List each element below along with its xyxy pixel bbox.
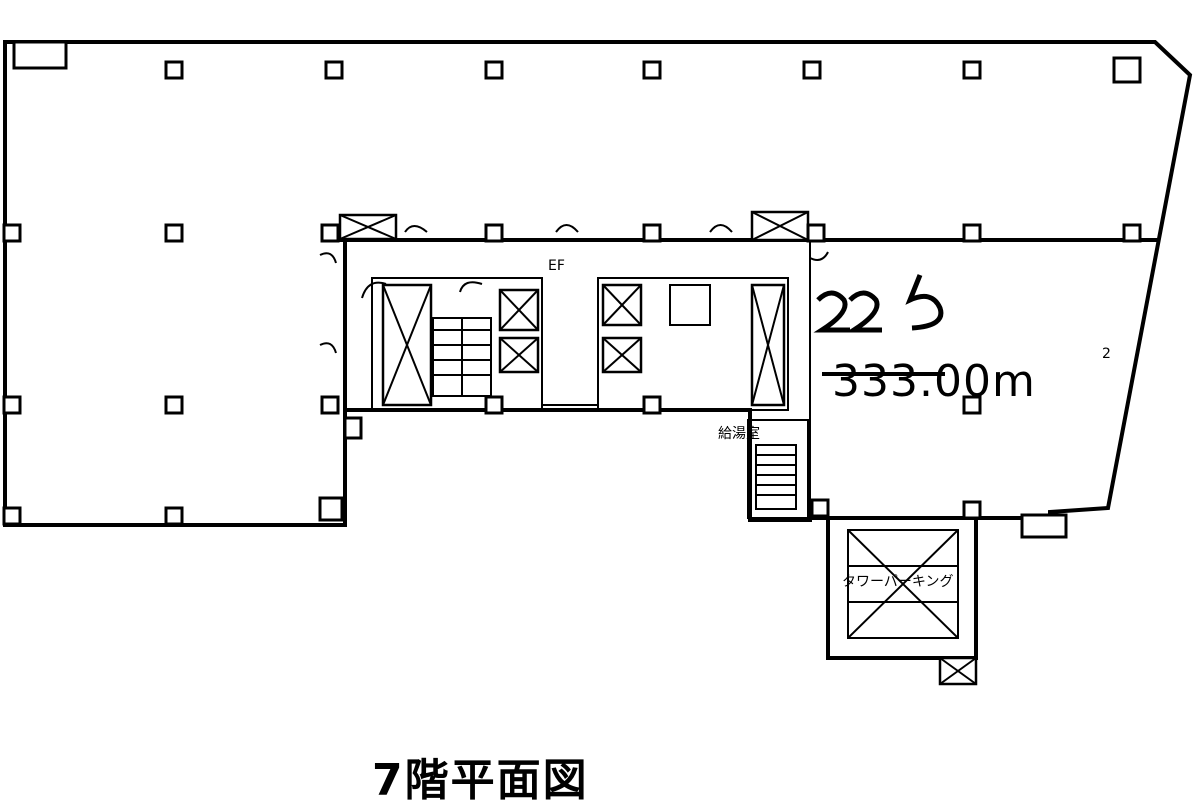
page-title: 7階平面図 <box>372 755 589 806</box>
core-rooms <box>371 277 789 411</box>
tower-parking-label: タワーパーキング <box>842 574 953 590</box>
core-room-label: 給湯室 <box>718 425 760 442</box>
elevator-shafts <box>338 210 810 407</box>
ev-hall-label: EF <box>548 258 565 274</box>
door-swings <box>319 224 829 354</box>
area-unit-superscript: 2 <box>1102 346 1111 362</box>
tower-parking-box <box>826 516 978 660</box>
handwritten-area-mark <box>813 274 944 333</box>
stair <box>747 419 809 519</box>
area-value: 333.00m <box>832 356 1036 407</box>
structural-columns <box>2 40 1142 539</box>
